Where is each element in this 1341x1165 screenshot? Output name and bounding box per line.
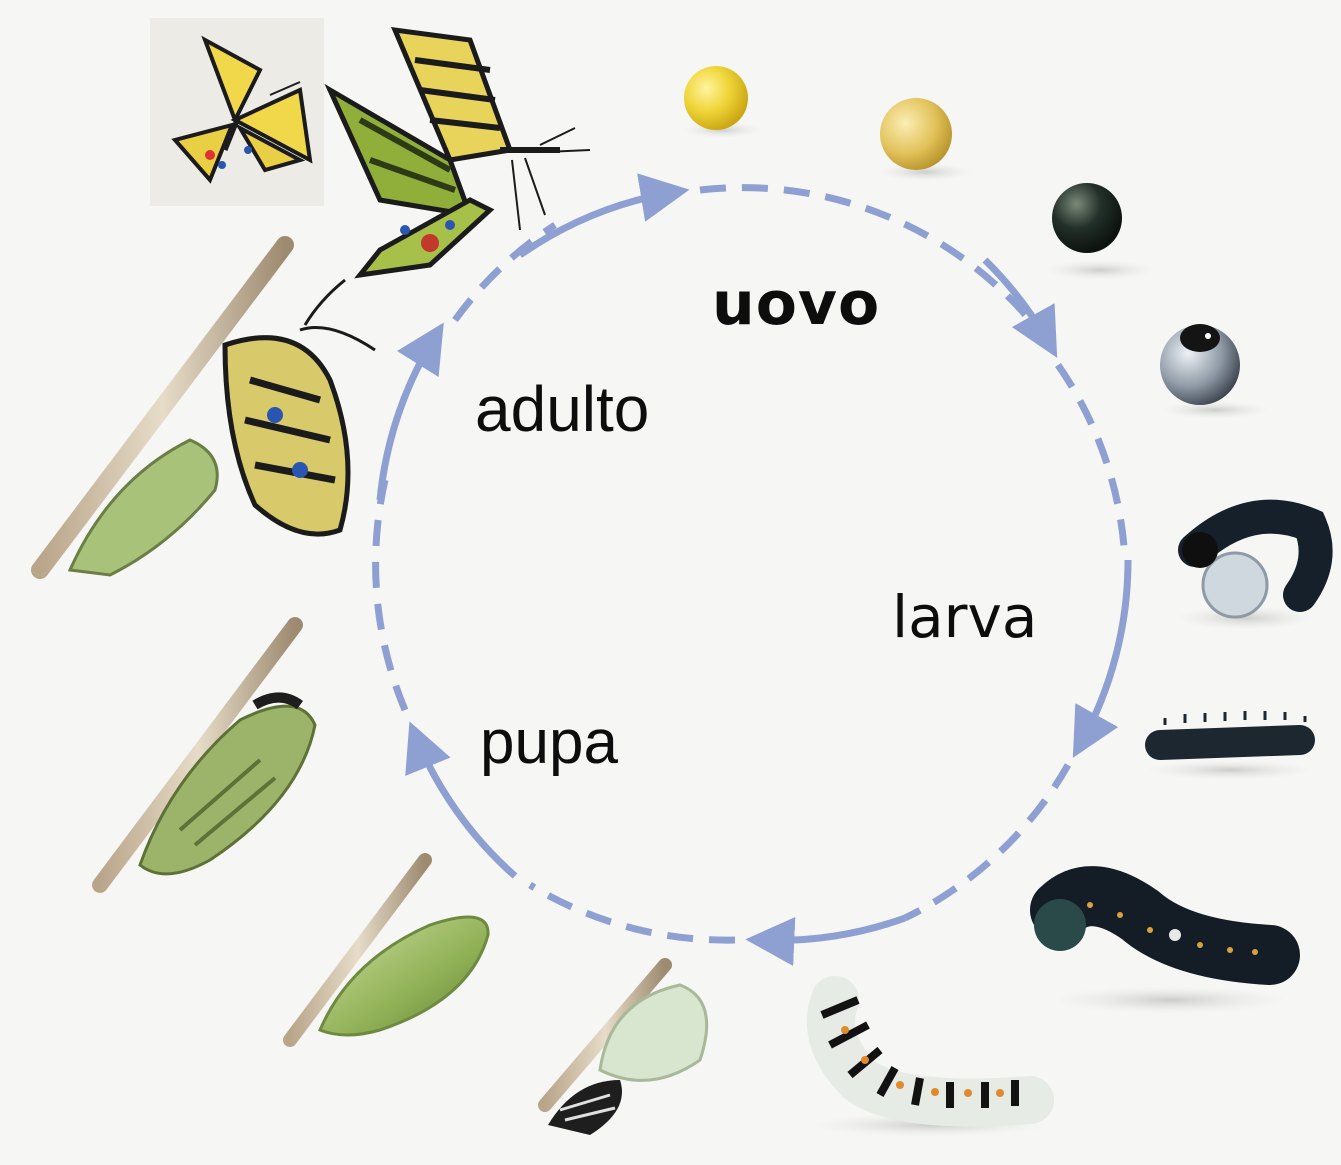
egg-hatching-icon (1160, 324, 1270, 419)
cycle-arc-right-solid (1080, 560, 1128, 745)
egg-yellow-large-icon (877, 98, 973, 181)
larva-emerging-icon (1175, 517, 1316, 630)
stage-label-larva: larva (892, 588, 1037, 646)
pupa-forming-icon (100, 625, 315, 885)
stage-label-adult: adulto (475, 377, 649, 441)
cycle-arc-bottom-left-dashed (530, 885, 735, 940)
cycle-arc-right-dashed (1058, 365, 1125, 560)
cycle-arc-bottom-solid (760, 918, 905, 940)
cycle-arc-left-upper-solid (380, 335, 436, 500)
larva-small-icon (1145, 711, 1315, 780)
larva-medium-icon (1034, 896, 1290, 1014)
stage-label-pupa: pupa (480, 712, 618, 774)
larva-striped-icon (810, 1000, 1050, 1137)
butterfly-resting-icon (150, 18, 324, 206)
chrysalis-opening-icon (545, 965, 707, 1135)
cycle-arc-left-dashed (376, 480, 405, 710)
adult-emerging-icon (40, 245, 375, 575)
egg-yellow-icon (682, 66, 762, 138)
stage-label-egg: uovo (712, 274, 880, 334)
egg-dark-icon (1045, 183, 1155, 280)
cycle-arc-top-solid (520, 192, 675, 255)
chrysalis-green-icon (290, 860, 488, 1040)
